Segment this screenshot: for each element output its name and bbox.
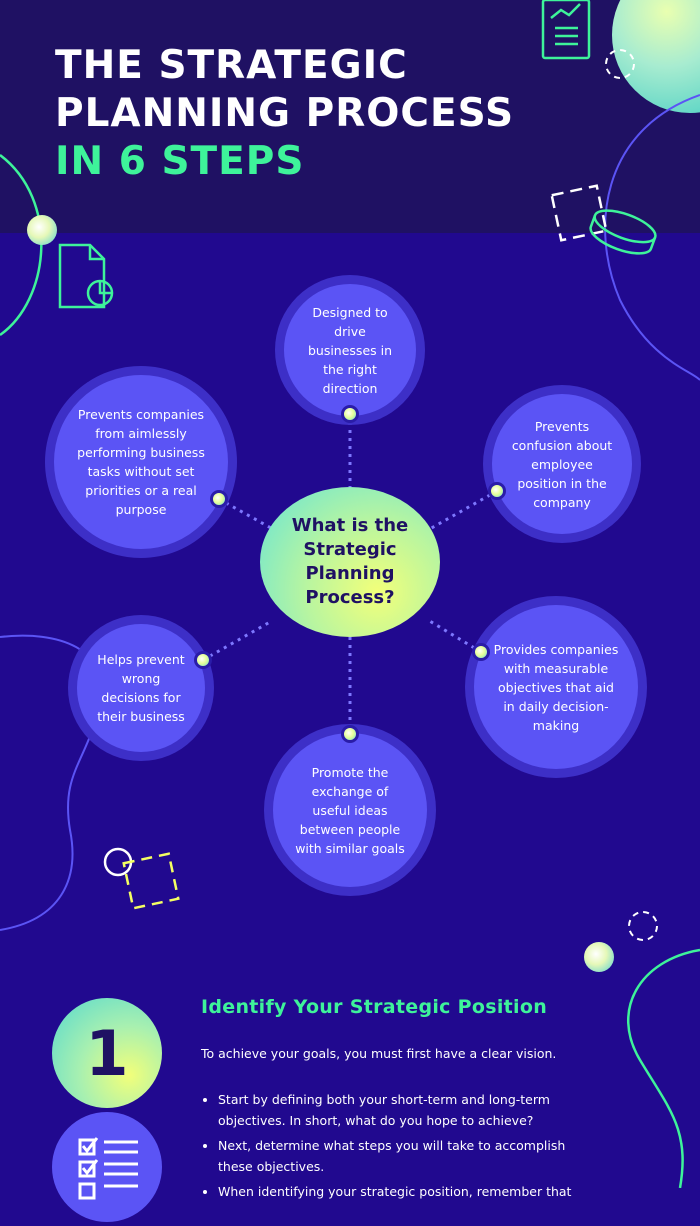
- connector-dot: [213, 493, 225, 505]
- step-bullet-list: Start by defining both your short-term a…: [201, 1089, 598, 1206]
- list-item: Start by defining both your short-term a…: [218, 1089, 598, 1131]
- benefit-text: Prevents companies from aimlessly perfor…: [77, 407, 205, 517]
- step-number: 1: [85, 1016, 129, 1090]
- sphere-decoration: [612, 0, 700, 113]
- checklist-icon: [52, 1112, 162, 1222]
- benefit-bubble-top: Designed to drive businesses in the righ…: [284, 284, 416, 416]
- benefit-text: Designed to drive businesses in the righ…: [307, 304, 393, 396]
- title-line-3: IN 6 STEPS: [55, 139, 305, 184]
- document-pie-icon: [58, 243, 114, 309]
- title-line-1: THE STRATEGIC: [55, 43, 408, 88]
- decorative-shapes: [0, 0, 700, 1188]
- title-line-2: PLANNING PROCESS: [55, 91, 515, 136]
- connector-dot: [475, 646, 487, 658]
- center-label: What is the Strategic Planning Process?: [291, 515, 409, 608]
- center-circle: What is the Strategic Planning Process?: [260, 487, 440, 637]
- benefit-bubble-lower-right: Provides companies with measurable objec…: [474, 605, 638, 769]
- benefit-text: Promote the exchange of useful ideas bet…: [295, 764, 405, 856]
- connector-dot: [491, 485, 503, 497]
- connector-dot: [344, 728, 356, 740]
- header-band: [0, 0, 700, 233]
- benefit-text: Helps prevent wrong decisions for their …: [97, 652, 185, 724]
- connector-dot: [197, 654, 209, 666]
- page-title: THE STRATEGIC PLANNING PROCESS IN 6 STEP…: [55, 42, 514, 186]
- list-item: Next, determine what steps you will take…: [218, 1135, 598, 1177]
- benefit-text: Prevents confusion about employee positi…: [511, 418, 613, 510]
- step-number-badge: 1: [52, 998, 162, 1108]
- step-title: Identify Your Strategic Position: [201, 996, 548, 1018]
- step-intro: To achieve your goals, you must first ha…: [201, 1046, 557, 1061]
- report-document-icon: [541, 0, 591, 60]
- benefit-text: Provides companies with measurable objec…: [493, 641, 619, 733]
- benefit-bubble-upper-right: Prevents confusion about employee positi…: [492, 394, 632, 534]
- list-item: When identifying your strategic position…: [218, 1181, 598, 1202]
- benefit-bubble-lower-left: Helps prevent wrong decisions for their …: [77, 624, 205, 752]
- sphere-small-decoration: [27, 215, 57, 245]
- benefit-bubble-upper-left: Prevents companies from aimlessly perfor…: [54, 375, 228, 549]
- connector-dot: [344, 408, 356, 420]
- benefit-bubble-bottom: Promote the exchange of useful ideas bet…: [273, 733, 427, 887]
